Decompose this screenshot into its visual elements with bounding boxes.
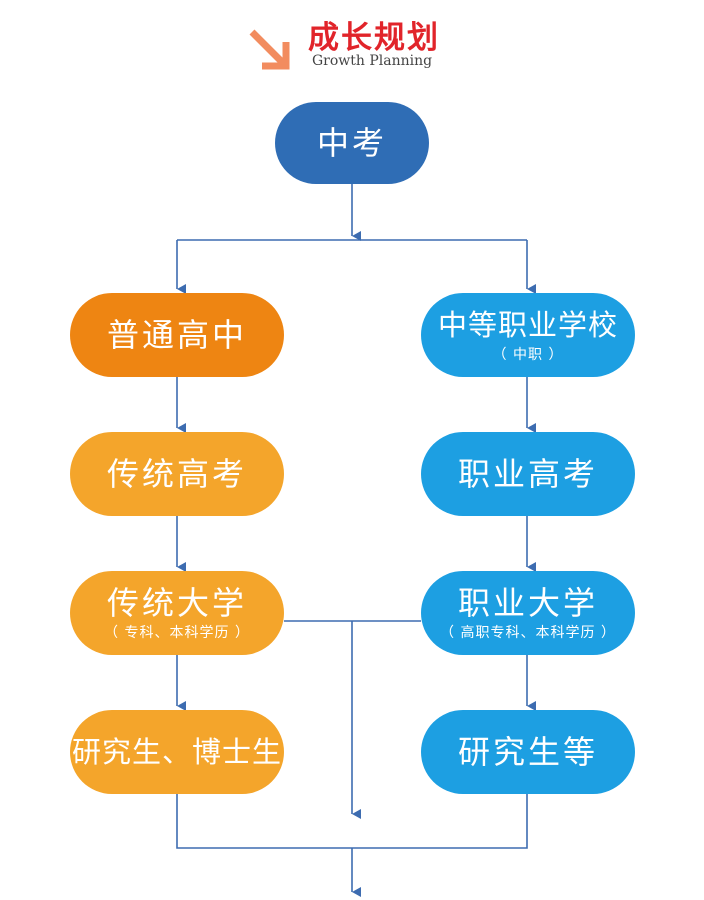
node-label: 研究生等 <box>457 733 598 771</box>
node-sublabel: （ 中职 ） <box>492 347 564 363</box>
node-label: 传统大学 <box>106 584 247 622</box>
header: 成长规划 Growth Planning <box>246 10 486 76</box>
node-label: 普通高中 <box>106 316 247 354</box>
node-general-high-school: 普通高中 <box>70 293 284 377</box>
node-vocational-university: 职业大学 （ 高职专科、本科学历 ） <box>421 571 635 655</box>
page-title: 成长规划 <box>308 20 440 56</box>
node-label: 中考 <box>316 124 387 162</box>
node-traditional-gaokao: 传统高考 <box>70 432 284 516</box>
node-sublabel: （ 专科、本科学历 ） <box>104 625 250 641</box>
node-label: 中等职业学校 <box>437 308 618 342</box>
node-label: 研究生、博士生 <box>71 735 282 769</box>
node-zhongkao: 中考 <box>275 102 429 184</box>
node-graduate-doctoral: 研究生、博士生 <box>70 710 284 794</box>
node-label: 职业高考 <box>457 455 598 493</box>
node-vocational-gaokao: 职业高考 <box>421 432 635 516</box>
node-traditional-university: 传统大学 （ 专科、本科学历 ） <box>70 571 284 655</box>
node-sublabel: （ 高职专科、本科学历 ） <box>440 625 616 641</box>
node-label: 传统高考 <box>106 455 247 493</box>
page-subtitle: Growth Planning <box>312 53 433 69</box>
node-label: 职业大学 <box>457 584 598 622</box>
node-graduate-etc: 研究生等 <box>421 710 635 794</box>
arrow-down-right-icon <box>249 29 290 70</box>
node-secondary-vocational-school: 中等职业学校 （ 中职 ） <box>421 293 635 377</box>
